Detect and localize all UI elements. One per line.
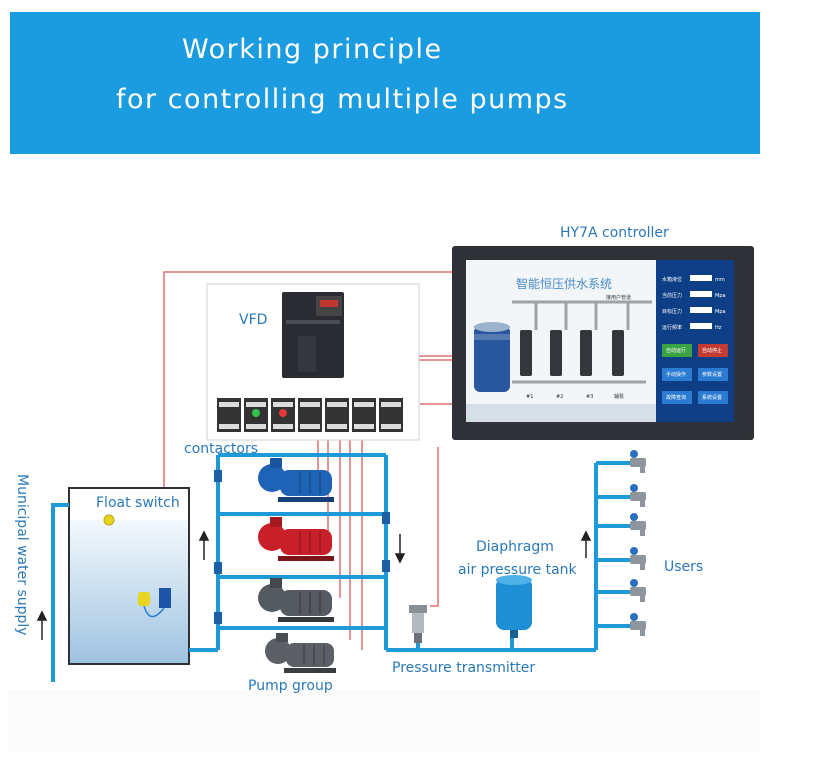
faucet-row xyxy=(630,450,646,636)
vfd-drive xyxy=(282,292,344,378)
screen-pipe-label: 接用户管道 xyxy=(606,294,631,301)
screen-button-label: 系统设置 xyxy=(702,394,722,401)
screen-button-params xyxy=(698,368,728,381)
water-pipes xyxy=(51,453,632,682)
hy7a-controller xyxy=(452,246,754,440)
contactor-row xyxy=(217,398,403,432)
screen-pump-label: #1 xyxy=(526,394,533,400)
screen-button-manual xyxy=(662,368,692,381)
float-switch-ball xyxy=(103,514,115,526)
screen-readout-unit: Mpa xyxy=(715,293,726,299)
screen-button-auto-stop xyxy=(698,344,728,357)
label-float-switch: Float switch xyxy=(96,495,180,511)
screen-readout-unit: Hz xyxy=(715,325,722,331)
screen-button-label: 自动运行 xyxy=(666,347,686,354)
wire-transmitter-to-controller xyxy=(430,447,439,607)
label-air-pressure-tank: air pressure tank xyxy=(458,562,578,578)
screen-readout-label: 当前压力 xyxy=(662,292,682,299)
title-line-1: Working principle xyxy=(182,34,443,65)
screen-readout-label: 目标压力 xyxy=(662,308,682,315)
screen-button-label: 故障查询 xyxy=(666,394,686,401)
screen-button-label: 自动停止 xyxy=(702,347,722,354)
label-pressure-transmitter: Pressure transmitter xyxy=(392,660,535,676)
screen-readout-unit: mm xyxy=(715,277,725,283)
screen-pump-label: #2 xyxy=(556,394,563,400)
diaphragm-tank xyxy=(496,575,532,638)
screen-title: 智能恒压供水系统 xyxy=(516,276,612,291)
title-banner: Working principle for controlling multip… xyxy=(10,12,760,154)
float-switch-float xyxy=(138,592,150,606)
float-switch-sensor xyxy=(159,588,171,608)
pipe-municipal-inlet xyxy=(51,503,69,682)
label-diaphragm: Diaphragm xyxy=(476,539,554,555)
label-municipal-water-supply: Municipal water supply xyxy=(14,474,30,636)
title-line-2: for controlling multiple pumps xyxy=(116,84,569,115)
screen-pump-label: 辅泵 xyxy=(614,393,624,400)
label-users: Users xyxy=(664,559,703,575)
pump-4 xyxy=(265,633,336,673)
floor-shadow xyxy=(8,690,760,752)
pump-3 xyxy=(258,578,334,622)
pump-1 xyxy=(258,458,334,502)
pressure-transmitter xyxy=(409,605,427,643)
screen-button-faults xyxy=(662,391,692,404)
pump-2 xyxy=(258,517,334,561)
label-contactors: contactors xyxy=(184,441,258,457)
screen-button-label: 手动操作 xyxy=(666,371,686,378)
label-controller: HY7A controller xyxy=(560,225,669,241)
screen-button-label: 参数设置 xyxy=(702,371,722,378)
label-pump-group: Pump group xyxy=(248,678,333,694)
screen-readout-unit: Mpa xyxy=(715,309,726,315)
screen-button-system xyxy=(698,391,728,404)
wire-float-to-controller xyxy=(163,271,452,488)
screen-readout-label: 水箱液位 xyxy=(662,276,682,283)
label-vfd: VFD xyxy=(239,312,267,328)
screen-readout-label: 运行频率 xyxy=(662,324,682,331)
flow-arrows xyxy=(36,530,592,640)
screen-pump-label: #3 xyxy=(586,394,593,400)
screen-button-auto-run xyxy=(662,344,692,357)
